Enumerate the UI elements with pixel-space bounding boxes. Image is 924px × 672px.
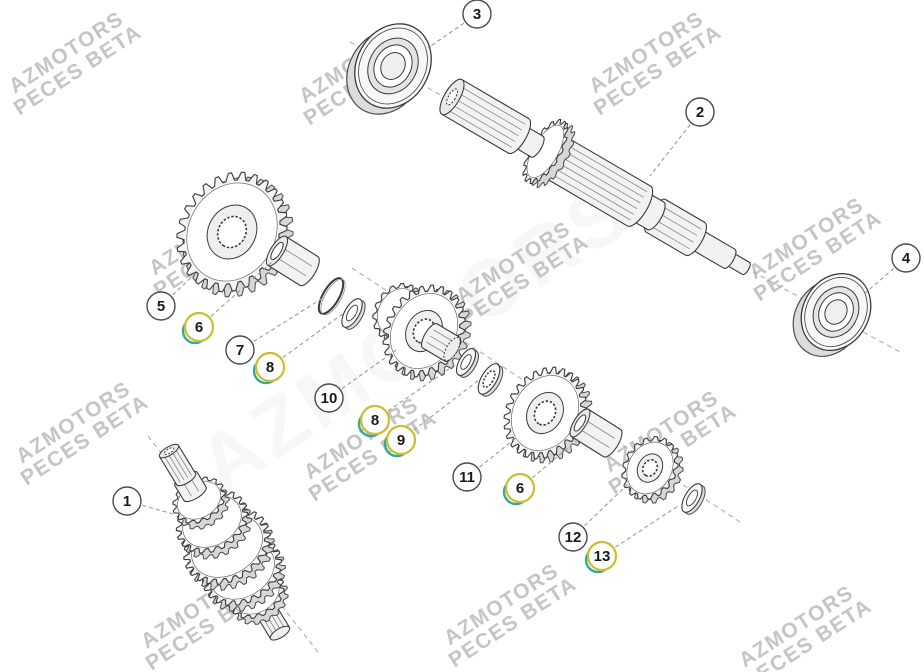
callout-6[interactable]: 6 <box>181 311 215 345</box>
callout-number: 2 <box>696 104 704 121</box>
countershaft-gear-assembly[interactable] <box>157 442 291 643</box>
callout-1[interactable]: 1 <box>112 486 142 516</box>
callout-number: 3 <box>473 6 481 23</box>
callout-number: 10 <box>321 390 338 407</box>
callout-13[interactable]: 13 <box>584 540 618 574</box>
callout-circle <box>685 97 715 127</box>
callout-8[interactable]: 8 <box>252 351 286 385</box>
callout-12[interactable]: 12 <box>558 522 588 552</box>
end-washer[interactable] <box>678 481 709 518</box>
callout-number: 5 <box>157 298 165 315</box>
ball-bearing-top[interactable] <box>332 10 446 128</box>
callout-circle <box>146 291 176 321</box>
callout-circle <box>112 486 142 516</box>
circlip[interactable] <box>314 275 350 319</box>
callouts-layer: 3 2 4 5 6 7 8 10 8 9 11 6 1 12 13 <box>112 0 921 574</box>
callout-number: 6 <box>516 480 524 497</box>
watermark-text: AZMOTORSPECES BETA <box>433 555 581 672</box>
large-gear[interactable] <box>169 166 295 298</box>
callout-9[interactable]: 9 <box>383 424 417 458</box>
callout-10[interactable]: 10 <box>314 383 344 413</box>
callout-number: 8 <box>266 359 274 376</box>
double-cluster-gear[interactable] <box>369 281 472 382</box>
callout-number: 8 <box>371 412 379 429</box>
callout-circle <box>891 243 921 273</box>
callout-7[interactable]: 7 <box>225 335 255 365</box>
watermark-text: AZMOTORSPECES BETA <box>728 577 876 672</box>
bushing-rear[interactable] <box>566 406 623 458</box>
callout-circle <box>183 311 215 343</box>
callout-number: 6 <box>195 319 203 336</box>
callout-number: 9 <box>397 432 405 449</box>
bushing-front[interactable] <box>262 233 320 287</box>
callout-8[interactable]: 8 <box>357 404 391 438</box>
small-gear[interactable] <box>618 434 684 504</box>
callout-circle <box>586 540 618 572</box>
callout-number: 4 <box>902 250 911 267</box>
callout-circle <box>385 424 417 456</box>
callout-circle <box>225 335 255 365</box>
gear-11[interactable] <box>498 363 593 464</box>
splined-washer[interactable] <box>474 360 507 399</box>
callout-number: 13 <box>594 548 611 565</box>
callout-number: 1 <box>123 493 131 510</box>
watermark-text: AZMOTORSPECES BETA <box>0 3 146 120</box>
callout-circle <box>359 404 391 436</box>
callout-6[interactable]: 6 <box>502 472 536 506</box>
callout-number: 12 <box>565 529 582 546</box>
watermark-text: AZMOTORSPECES BETA <box>5 373 153 490</box>
callout-4[interactable]: 4 <box>891 243 921 273</box>
callout-circle <box>314 383 344 413</box>
callout-3[interactable]: 3 <box>462 0 492 29</box>
callout-number: 7 <box>236 342 244 359</box>
callout-circle <box>452 462 482 492</box>
leader-lines <box>142 22 895 548</box>
callout-2[interactable]: 2 <box>685 97 715 127</box>
thrust-washer-b[interactable] <box>453 346 483 381</box>
ball-bearing-right[interactable] <box>780 261 885 369</box>
callout-number: 11 <box>459 469 475 486</box>
callout-circle <box>462 0 492 29</box>
callout-circle <box>254 351 286 383</box>
parts-layer <box>157 10 885 643</box>
callout-5[interactable]: 5 <box>146 291 176 321</box>
thrust-washer-a[interactable] <box>338 296 369 333</box>
main-input-shaft[interactable] <box>435 76 751 276</box>
callout-circle <box>558 522 588 552</box>
callout-circle <box>504 472 536 504</box>
callout-11[interactable]: 11 <box>452 462 482 492</box>
